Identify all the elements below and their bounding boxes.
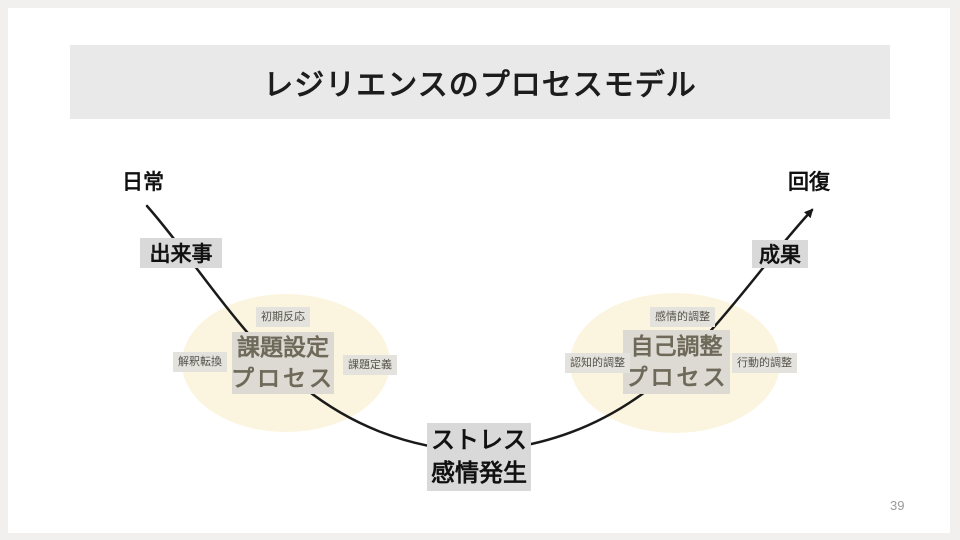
page-number: 39 xyxy=(890,498,905,513)
slide-title: レジリエンスのプロセスモデル xyxy=(263,69,697,102)
outcome-label-text: 成果 xyxy=(759,244,801,267)
event-label-text: 出来事 xyxy=(149,243,213,266)
self-regulation-process-label: 自己調整 プロセス xyxy=(623,330,730,394)
outcome-label: 成果 xyxy=(752,240,808,268)
stress-line2: 感情発生 xyxy=(431,460,527,487)
problem-setting-line1: 課題設定 xyxy=(237,334,329,360)
self-regulation-line2: プロセス xyxy=(624,364,729,390)
end-state-label: 回復 xyxy=(788,171,830,194)
emotional-regulation-label: 感情的調整 xyxy=(650,307,715,327)
problem-setting-line2: プロセス xyxy=(231,365,335,391)
stress-emotion-label: ストレス 感情発生 xyxy=(427,423,531,491)
stress-line1: ストレス xyxy=(431,427,527,454)
behavioral-regulation-label: 行動的調整 xyxy=(732,353,797,373)
problem-definition-label: 課題定義 xyxy=(343,355,397,375)
initial-reaction-label: 初期反応 xyxy=(256,307,310,327)
event-label: 出来事 xyxy=(140,238,222,268)
problem-setting-process-label: 課題設定 プロセス xyxy=(231,332,335,394)
start-state-label: 日常 xyxy=(122,171,164,194)
reinterpretation-label: 解釈転換 xyxy=(173,352,227,372)
self-regulation-line1: 自己調整 xyxy=(630,333,723,359)
title-bar: レジリエンスのプロセスモデル xyxy=(70,45,890,119)
cognitive-regulation-label: 認知的調整 xyxy=(565,353,630,373)
